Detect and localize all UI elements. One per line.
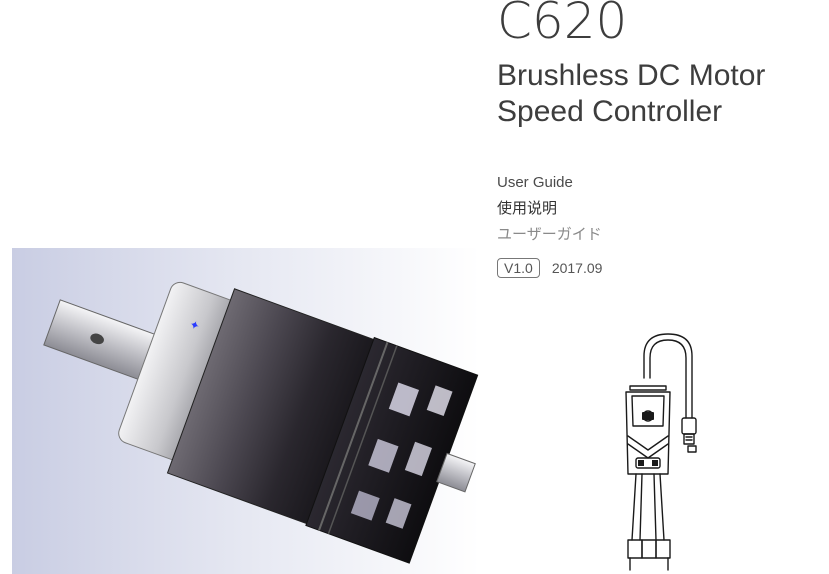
subtitle-line-1: Brushless DC Motor — [497, 59, 766, 92]
guide-title-japanese: ユーザーガイド — [497, 226, 602, 243]
version-badge: V1.0 — [497, 258, 540, 278]
release-date: 2017.09 — [551, 260, 603, 276]
product-subtitle: Brushless DC Motor Speed Controller — [497, 58, 765, 130]
controller-drawing-image — [625, 333, 697, 571]
guide-title-english: User Guide — [497, 174, 573, 191]
product-model-title: C620 — [497, 0, 628, 50]
guide-title-chinese: 使用说明 — [497, 200, 558, 217]
motor-render-image: ✦ — [12, 248, 480, 574]
svg-text:✦: ✦ — [188, 317, 202, 334]
subtitle-line-2: Speed Controller — [497, 95, 723, 128]
guide-title-list: User Guide 使用说明 ユーザーガイド — [497, 170, 602, 248]
version-row: V1.0 2017.09 — [497, 258, 602, 278]
